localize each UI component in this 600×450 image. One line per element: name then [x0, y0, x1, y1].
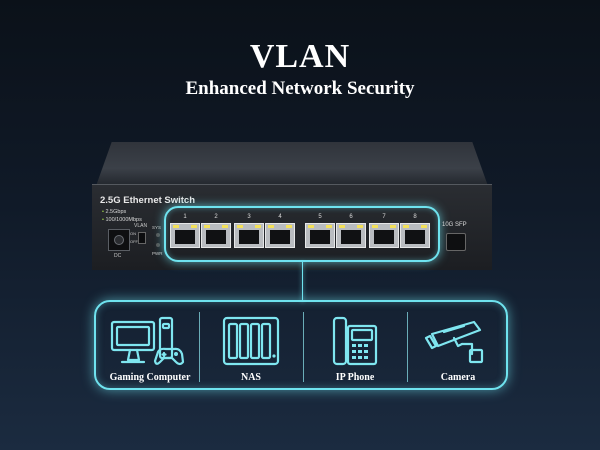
ethernet-port-2 [201, 223, 231, 248]
sfp-label: 10G SFP [442, 222, 467, 228]
ethernet-port-6 [336, 223, 366, 248]
connector-line [302, 262, 303, 302]
port-number-8: 8 [413, 214, 417, 220]
device-label-ip-phone: IP Phone [335, 372, 375, 383]
port-number-7: 7 [382, 214, 386, 220]
ports-highlight-frame [164, 206, 440, 262]
device-label-gaming-computer: Gaming Computer [109, 372, 191, 383]
nas-icon [221, 316, 281, 373]
ethernet-port-4 [265, 223, 295, 248]
toggle-off-label: OFF [130, 239, 138, 244]
ip-phone-icon [330, 316, 380, 373]
pwr-led [156, 243, 160, 247]
divider-2 [303, 312, 304, 382]
device-label-camera: Camera [440, 372, 476, 383]
gaming-computer-icon [108, 316, 188, 373]
port-number-6: 6 [349, 214, 353, 220]
port-number-1: 1 [183, 214, 187, 220]
speed-label-2: • 100/1000Mbps [102, 217, 142, 223]
sfp-port [446, 233, 466, 251]
ethernet-port-1 [170, 223, 200, 248]
device-label: 2.5G Ethernet Switch [100, 195, 196, 206]
toggle-on-label: ON [130, 231, 136, 236]
port-number-5: 5 [318, 214, 322, 220]
port-number-4: 4 [278, 214, 282, 220]
devices-frame [94, 300, 508, 390]
page-subtitle: Enhanced Network Security [185, 78, 415, 99]
speed-label-1: • 2.5Gbps [102, 209, 127, 215]
vlan-switch-label: VLAN [134, 223, 148, 229]
sys-led [156, 233, 160, 237]
sys-led-label: SYS [152, 225, 162, 230]
pwr-led-label: PWR [152, 251, 163, 256]
dc-power-jack [108, 229, 130, 251]
ethernet-port-7 [369, 223, 399, 248]
ethernet-port-8 [400, 223, 430, 248]
vlan-toggle[interactable] [138, 232, 146, 244]
port-number-3: 3 [247, 214, 251, 220]
switch-top-cover [96, 142, 488, 186]
page-title: VLAN [249, 38, 351, 75]
divider-1 [199, 312, 200, 382]
camera-icon [424, 316, 488, 373]
port-number-2: 2 [214, 214, 218, 220]
device-label-nas: NAS [240, 372, 261, 383]
ethernet-port-5 [305, 223, 335, 248]
divider-3 [407, 312, 408, 382]
ethernet-port-3 [234, 223, 264, 248]
dc-label: DC [114, 253, 122, 259]
